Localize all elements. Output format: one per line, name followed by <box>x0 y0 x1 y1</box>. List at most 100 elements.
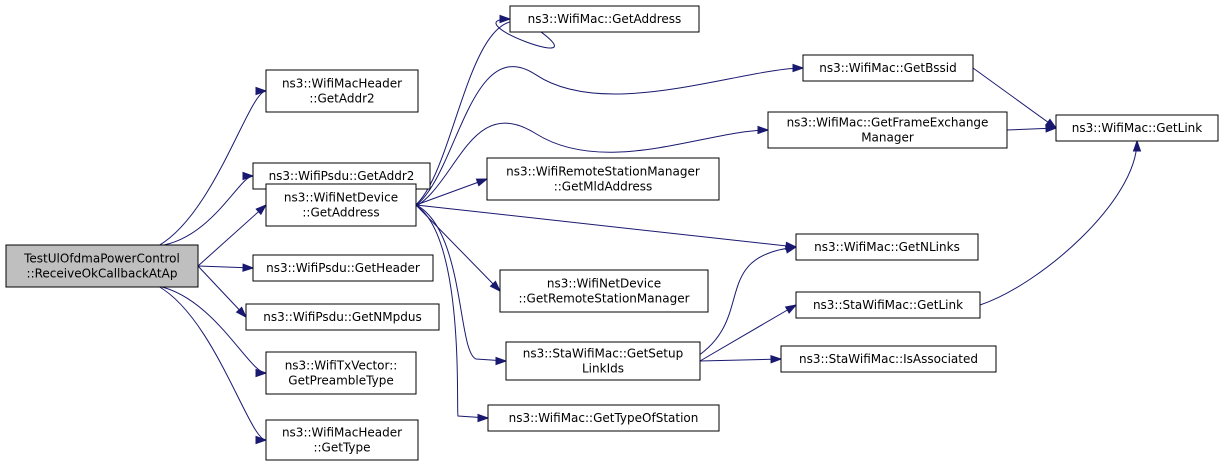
edge-line <box>415 178 488 206</box>
node-txvec-preamble[interactable]: ns3::WifiTxVector::GetPreambleType <box>265 351 417 395</box>
arrowhead-icon <box>255 86 268 96</box>
edge-sta_link-to-mac_link <box>979 139 1142 306</box>
node-label: ns3::StaWifiMac::GetLink <box>813 298 963 312</box>
node-netdev-addr[interactable]: ns3::WifiNetDevice::GetAddress <box>265 183 417 227</box>
edge-root-to-psdu_nmpdus <box>197 265 248 319</box>
edge-netdev_addr-to-mac_nlinks <box>415 204 798 251</box>
node-whdr-type[interactable]: ns3::WifiMacHeader::GetType <box>265 419 419 461</box>
node-label: LinkIds <box>582 362 624 376</box>
node-label: ns3::WifiPsdu::GetHeader <box>266 261 420 275</box>
node-box <box>795 291 981 319</box>
node-mac-type[interactable]: ns3::WifiMac::GetTypeOfStation <box>487 404 720 432</box>
node-label: ns3::WifiPsdu::GetNMpdus <box>263 310 421 324</box>
node-box <box>499 269 709 313</box>
arrowhead-icon <box>757 125 770 135</box>
node-mac-nlinks[interactable]: ns3::WifiMac::GetNLinks <box>795 233 979 261</box>
node-psdu-nmpdus[interactable]: ns3::WifiPsdu::GetNMpdus <box>245 303 440 331</box>
node-box <box>487 404 720 432</box>
edge-mac_fem-to-mac_link <box>1006 124 1058 133</box>
node-box <box>265 351 417 395</box>
node-box <box>1055 114 1219 142</box>
arrowhead-icon <box>242 263 255 272</box>
edge-line <box>405 122 769 212</box>
node-label: ns3::StaWifiMac::GetSetup <box>523 347 683 361</box>
node-label: ns3::WifiRemoteStationManager <box>506 165 700 179</box>
node-root[interactable]: TestUlOfdmaPowerControl::ReceiveOkCallba… <box>5 244 199 288</box>
edge-line <box>415 204 797 248</box>
node-label: ::GetMldAddress <box>554 180 653 194</box>
edge-line <box>197 265 247 318</box>
edge-netdev_addr-to-sta_setup <box>405 200 508 366</box>
edge-sta_setup-to-sta_link <box>699 304 798 362</box>
edge-line <box>405 66 804 212</box>
arrowhead-icon <box>1045 124 1058 133</box>
edge-root-to-psdu_addr2 <box>157 171 255 247</box>
node-box <box>802 54 974 82</box>
edge-line <box>405 200 507 362</box>
arrowhead-icon <box>255 435 268 445</box>
arrowhead-icon <box>495 356 508 366</box>
arrowhead-icon <box>784 245 798 254</box>
node-label: Manager <box>861 131 914 145</box>
edge-line <box>197 204 267 267</box>
node-whdr-addr2[interactable]: ns3::WifiMacHeader::GetAddr2 <box>265 69 419 113</box>
arrowhead-icon <box>255 368 268 378</box>
edge-root-to-psdu_header <box>197 263 255 272</box>
edge-line <box>699 358 782 362</box>
node-box <box>265 419 419 461</box>
node-box <box>780 345 997 373</box>
node-label: ns3::WifiPsdu::GetAddr2 <box>269 169 415 183</box>
node-label: ns3::WifiMac::GetAddress <box>528 12 682 26</box>
edge-line <box>972 67 1057 129</box>
node-psdu-header[interactable]: ns3::WifiPsdu::GetHeader <box>252 254 434 282</box>
node-label: ns3::StaWifiMac::IsAssociated <box>799 352 978 366</box>
node-label: ns3::WifiMac::GetTypeOfStation <box>509 411 699 425</box>
node-box <box>795 233 979 261</box>
edge-netdev_addr-to-mac_fem <box>405 122 770 212</box>
node-box <box>265 69 419 113</box>
arrowhead-icon <box>784 304 798 314</box>
edge-line <box>157 175 254 247</box>
node-label: ns3::WifiNetDevice <box>547 277 661 291</box>
edge-line <box>405 200 489 419</box>
node-label: ::GetType <box>313 441 370 455</box>
arrowhead-icon <box>242 171 255 181</box>
edge-root-to-txvec_preamble <box>157 285 268 378</box>
edge-netdev_addr-to-rsm_mld <box>415 178 489 206</box>
node-label: ::GetAddr2 <box>309 92 374 106</box>
arrowhead-icon <box>477 413 490 423</box>
edge-line <box>689 246 797 362</box>
node-label: ::GetAddress <box>302 206 379 220</box>
edges-layer <box>157 14 1142 445</box>
node-sta-link[interactable]: ns3::StaWifiMac::GetLink <box>795 291 981 319</box>
edge-line <box>157 90 267 247</box>
edge-line <box>699 304 797 362</box>
node-label: ::ReceiveOkCallbackAtAp <box>27 267 178 281</box>
node-label: GetPreambleType <box>288 374 393 388</box>
edge-root-to-whdr_type <box>157 285 268 445</box>
edge-sta_setup-to-sta_assoc <box>699 355 783 364</box>
node-box <box>252 254 434 282</box>
node-box <box>5 244 199 288</box>
edge-line <box>157 285 267 441</box>
arrowhead-icon <box>255 203 268 216</box>
arrowhead-icon <box>1132 139 1142 152</box>
node-box <box>767 111 1008 149</box>
node-mac-bssid[interactable]: ns3::WifiMac::GetBssid <box>802 54 974 82</box>
node-mac-link[interactable]: ns3::WifiMac::GetLink <box>1055 114 1219 142</box>
node-label: ns3::WifiTxVector:: <box>285 359 398 373</box>
edge-netdev_addr-to-mac_type <box>405 200 490 423</box>
node-sta-assoc[interactable]: ns3::StaWifiMac::IsAssociated <box>780 345 997 373</box>
node-label: TestUlOfdmaPowerControl <box>23 252 180 266</box>
arrowhead-icon <box>489 280 502 293</box>
node-label: ns3::WifiMac::GetFrameExchange <box>787 116 989 130</box>
node-rsm-mld[interactable]: ns3::WifiRemoteStationManager::GetMldAdd… <box>486 157 720 201</box>
node-mac-addr[interactable]: ns3::WifiMac::GetAddress <box>509 5 700 33</box>
edge-netdev_addr-to-mac_bssid <box>405 63 805 212</box>
node-label: ::GetRemoteStationManager <box>518 292 689 306</box>
node-netdev-rsm[interactable]: ns3::WifiNetDevice::GetRemoteStationMana… <box>499 269 709 313</box>
node-box <box>486 157 720 201</box>
